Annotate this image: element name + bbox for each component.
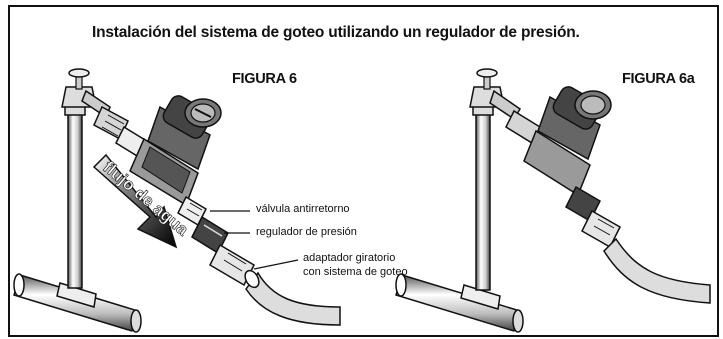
swivel-adapter-label-line1: adaptador giratorio [303,252,396,264]
faucet-6a [469,68,522,121]
pressure-regulator-label: regulador de presión [256,226,357,238]
hose-6a [603,237,711,304]
ground-pipe [13,273,142,333]
check-valve-label: válvula antirretorno [256,203,350,215]
fittings-6a [565,185,621,249]
figure-6a-label: FIGURA 6a [622,71,695,87]
faucet [61,68,111,119]
swivel-adapter-label-line2: con sistema de goteo [303,266,408,278]
figure-6-label: FIGURA 6 [232,71,297,87]
riser-pipe-6a [472,104,494,291]
timer-valve-6a [505,86,612,197]
timer-valve [129,95,222,207]
ground-pipe-6a [395,273,524,333]
callout-leaders [210,210,299,270]
diagram-illustrations: flujo de agua [13,68,711,333]
swivel-adapter-part [209,243,255,287]
diagram-frame: flujo de agua [8,5,719,337]
diagram-title: Instalación del sistema de goteo utiliza… [92,24,580,41]
riser-pipe [64,104,86,289]
figure-6-illustration: flujo de agua [13,68,341,333]
drip-hose [244,269,341,326]
figure-6a-illustration [395,68,711,333]
